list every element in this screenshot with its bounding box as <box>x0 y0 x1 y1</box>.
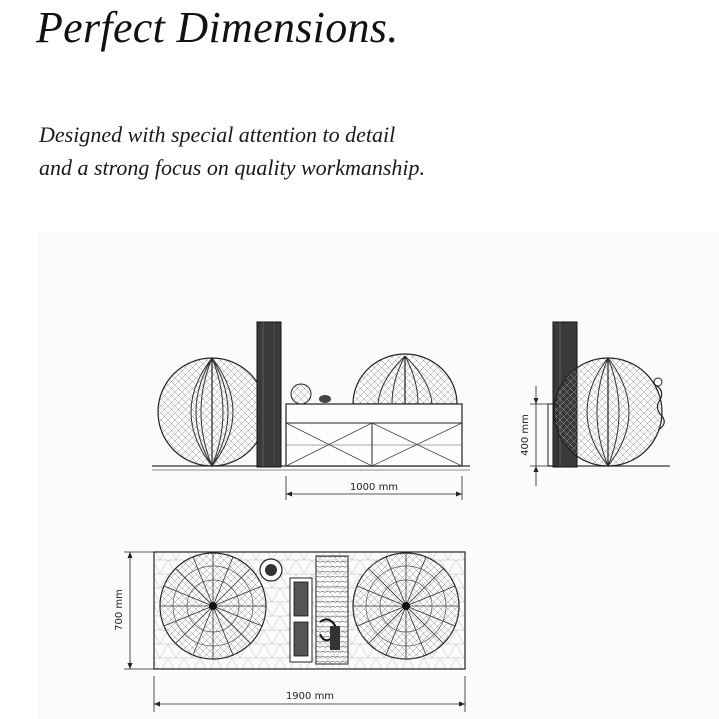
subtitle-line-1: Designed with special attention to detai… <box>39 122 396 147</box>
front-left-sphere <box>157 357 267 467</box>
dimension-1000: 1000 mm <box>285 476 463 500</box>
top-left-disc <box>159 552 267 660</box>
dimension-1900: 1900 mm <box>153 676 466 712</box>
side-view: 400 mm <box>520 321 670 486</box>
page-subtitle: Designed with special attention to detai… <box>39 118 425 184</box>
top-right-disc <box>352 552 460 660</box>
side-sphere <box>553 357 663 467</box>
dimension-label-front-width: 1000 mm <box>350 482 398 493</box>
dimension-400: 400 mm <box>520 386 548 486</box>
page-title: Perfect Dimensions. <box>36 3 399 52</box>
dimension-label-top-depth: 700 mm <box>114 589 125 631</box>
front-dome <box>352 353 458 405</box>
dimension-label-side-height: 400 mm <box>520 414 531 456</box>
front-view: 1000 mm <box>152 321 470 500</box>
front-column <box>256 321 282 468</box>
top-center-unit <box>289 555 349 665</box>
front-cabinet <box>285 403 463 467</box>
dimension-label-top-width: 1900 mm <box>286 691 334 702</box>
subtitle-line-2: and a strong focus on quality workmanshi… <box>39 155 426 180</box>
dimension-700: 700 mm <box>114 551 154 670</box>
top-view: 700 mm 1900 mm <box>114 551 466 712</box>
